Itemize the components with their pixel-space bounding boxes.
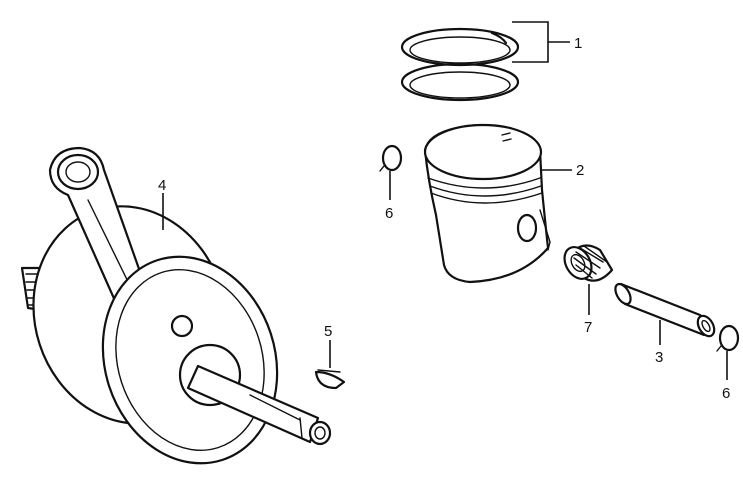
piston[interactable]: [423, 123, 551, 284]
piston-pin[interactable]: [612, 281, 717, 339]
callout-2: 2: [576, 162, 584, 179]
pin-clip-right[interactable]: [716, 324, 740, 352]
callout-6-left: 6: [385, 205, 393, 222]
callout-6-right: 6: [722, 385, 730, 402]
callout-3: 3: [655, 349, 663, 366]
needle-bearing[interactable]: [559, 242, 614, 283]
callout-5: 5: [324, 323, 332, 340]
piston-rings[interactable]: [400, 27, 520, 102]
pin-clip-left[interactable]: [379, 144, 403, 172]
woodruff-key[interactable]: [314, 369, 346, 390]
callout-leader-1: [512, 21, 570, 63]
callout-1: 1: [574, 35, 582, 52]
crankshaft[interactable]: [6, 146, 332, 480]
callout-4: 4: [158, 177, 166, 194]
callout-7: 7: [584, 319, 592, 336]
